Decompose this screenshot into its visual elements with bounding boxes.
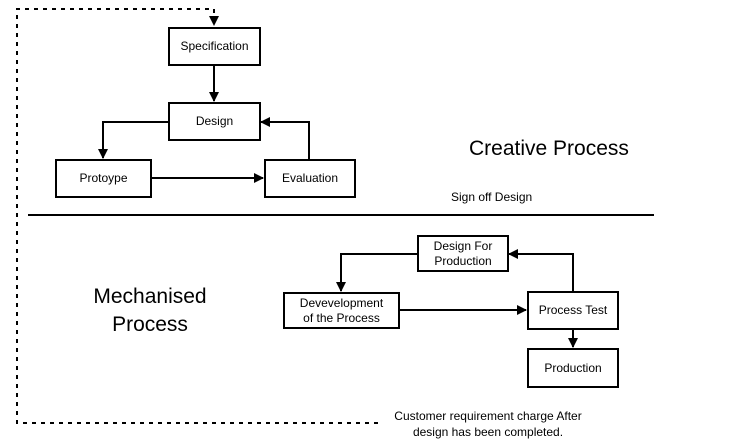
node-process-test-label: Process Test [538,303,608,317]
node-development-line1: Devevelopment [299,295,384,310]
node-evaluation: Evaluation [264,159,356,198]
node-development-line2: of the Process [303,310,380,325]
edge-dfp-development [336,253,417,292]
node-design: Design [168,102,261,141]
edge-processtest-dfp [508,249,574,291]
node-prototype-label: Protoype [79,171,128,185]
edge-evaluation-design [260,117,310,159]
node-design-label: Design [195,114,234,128]
node-process-test: Process Test [527,291,619,330]
node-dfp-line1: Design For [433,238,493,253]
feedback-note: Customer requirement charge After design… [384,408,592,440]
node-design-for-production: Design For Production [417,235,509,272]
node-specification-label: Specification [180,39,249,53]
mechanised-title-line2: Process [112,313,188,336]
node-evaluation-label: Evaluation [281,171,339,185]
node-production: Production [527,348,619,388]
mechanised-title-line1: Mechanised [93,285,207,308]
edge-design-prototype [98,121,168,159]
node-development: Devevelopment of the Process [283,292,400,329]
node-dfp-line2: Production [434,253,492,268]
node-production-label: Production [544,360,602,375]
feedback-loop-dotted [16,8,378,424]
node-specification: Specification [168,27,261,66]
feedback-note-line2: design has been completed. [412,425,564,439]
creative-process-title: Creative Process [469,137,629,160]
sign-off-label: Sign off Design [451,190,533,204]
node-prototype: Protoype [55,159,152,198]
mechanised-process-title: Mechanised Process [80,283,220,339]
feedback-note-line1: Customer requirement charge After [394,409,582,423]
